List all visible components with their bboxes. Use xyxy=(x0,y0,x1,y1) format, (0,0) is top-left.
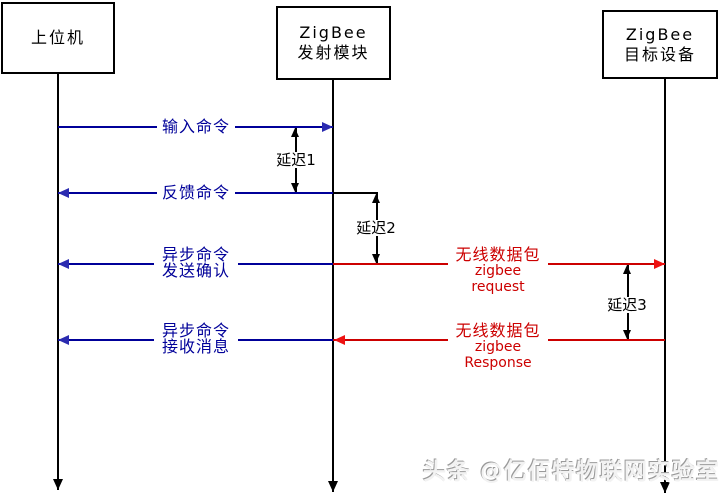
actor-label: 发射模块 xyxy=(297,43,370,62)
actor-label: 上位机 xyxy=(30,28,85,47)
lifeline-zigbee-target xyxy=(664,79,666,493)
arrowhead-up-icon xyxy=(623,265,631,274)
message-label-line2: 发送确认 xyxy=(161,261,230,280)
actor-label: ZigBee xyxy=(625,24,695,44)
message-label-m1: 输入命令 xyxy=(157,119,235,135)
arrowhead-left-icon xyxy=(58,335,69,345)
message-label-m4: 无线数据包 zigbee request xyxy=(448,247,548,295)
lifeline-host xyxy=(57,74,59,490)
message-label-line1: 异步命令 xyxy=(161,245,230,264)
lifeline-end-arrow-icon xyxy=(53,479,63,490)
message-label-line1: 无线数据包 xyxy=(455,321,541,340)
lifeline-end-arrow-icon xyxy=(328,481,338,492)
message-label-m2: 反馈命令 xyxy=(157,185,235,201)
actor-label: 目标设备 xyxy=(623,44,696,64)
actor-box-host: 上位机 xyxy=(1,2,115,74)
message-label-m3: 异步命令 发送确认 xyxy=(154,247,238,279)
lifeline-zigbee-transmitter xyxy=(332,80,334,492)
message-label-m5: 异步命令 接收消息 xyxy=(154,323,238,355)
arrowhead-left-icon xyxy=(58,259,69,269)
actor-box-zigbee-target: ZigBee 目标设备 xyxy=(602,10,718,79)
arrowhead-right-icon xyxy=(322,122,333,132)
arrowhead-left-icon xyxy=(58,188,69,198)
message-label-line1: 异步命令 xyxy=(161,321,230,340)
message-label-line1: 无线数据包 xyxy=(455,245,541,264)
message-label-line2: 接收消息 xyxy=(161,337,230,356)
arrowhead-down-icon xyxy=(623,330,631,339)
arrowhead-down-icon xyxy=(372,254,380,263)
actor-label: ZigBee xyxy=(299,23,368,42)
actor-box-zigbee-transmitter: ZigBee 发射模块 xyxy=(276,6,391,80)
delay2-label: 延迟2 xyxy=(351,220,401,236)
watermark: 头条 @亿佰特物联网实验室 xyxy=(422,459,720,485)
arrowhead-left-icon xyxy=(334,335,345,345)
delay2-connector-line xyxy=(333,192,378,194)
lifeline-end-arrow-icon xyxy=(660,482,670,493)
arrowhead-up-icon xyxy=(372,194,380,203)
arrowhead-up-icon xyxy=(291,128,299,137)
arrowhead-right-icon xyxy=(654,259,665,269)
message-label-line2: zigbee request xyxy=(471,263,525,295)
message-label-m6: 无线数据包 zigbee Response xyxy=(448,323,548,371)
message-label-line2: zigbee Response xyxy=(464,339,532,371)
arrowhead-down-icon xyxy=(291,183,299,192)
delay1-label: 延迟1 xyxy=(272,152,320,168)
delay3-label: 延迟3 xyxy=(601,297,653,313)
